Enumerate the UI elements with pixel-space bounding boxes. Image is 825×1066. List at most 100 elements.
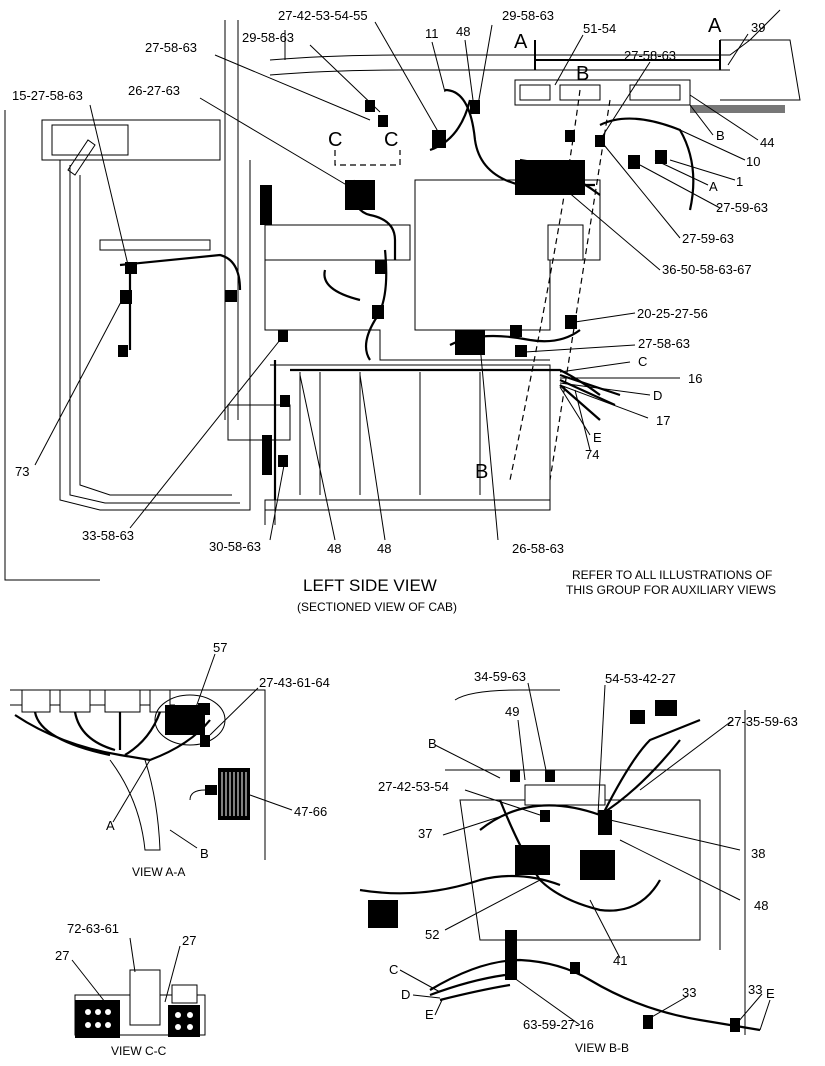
section-letter-b-top: B xyxy=(576,63,589,85)
callout-52: 52 xyxy=(425,927,439,942)
view-aa-relay-fins xyxy=(221,772,247,816)
cab-door-outline xyxy=(4,110,100,581)
callout-41: 41 xyxy=(613,953,627,968)
view-bb-harness-3 xyxy=(359,874,561,895)
roof-bracket xyxy=(720,39,801,101)
callout-e-side: E xyxy=(593,430,602,445)
view-aa-clip-3 xyxy=(205,785,217,795)
upper-panel-modules xyxy=(519,84,681,101)
callout-27-43-61-64: 27-43-61-64 xyxy=(259,675,330,690)
callout-57: 57 xyxy=(213,640,227,655)
callout-27-42-53-54: 27-42-53-54 xyxy=(378,779,449,794)
lower-console-ribs xyxy=(299,372,481,495)
note-line-2: THIS GROUP FOR AUXILIARY VIEWS xyxy=(566,583,776,597)
callout-bb-e-left: E xyxy=(425,1007,434,1022)
callout-27-58-63-b: 27-58-63 xyxy=(624,48,676,63)
view-c-c: 72-63-61 27 27 VIEW C-C xyxy=(55,921,206,1058)
callout-1: 1 xyxy=(736,174,743,189)
left-side-view-title: LEFT SIDE VIEW xyxy=(303,576,437,595)
callout-48-b: 48 xyxy=(377,541,391,556)
callout-bb-c: C xyxy=(389,962,398,977)
callout-27-58-63-c: 27-58-63 xyxy=(638,336,690,351)
callout-48-a: 48 xyxy=(327,541,341,556)
callout-a-side: A xyxy=(709,179,718,194)
left-side-view-subtitle: (SECTIONED VIEW OF CAB) xyxy=(297,600,457,614)
callout-26-27-63: 26-27-63 xyxy=(128,83,180,98)
callout-33-a: 33 xyxy=(682,985,696,1000)
cab-window-pane xyxy=(51,124,129,156)
view-aa-wire-tail xyxy=(189,789,206,801)
section-c-line xyxy=(334,150,401,166)
view-bb-plug-left xyxy=(368,900,398,928)
view-bb-conn-mid xyxy=(598,810,612,835)
view-aa-clip xyxy=(198,703,210,715)
callout-27-right: 27 xyxy=(182,933,196,948)
view-aa-conn-2 xyxy=(59,689,91,713)
floor-plate xyxy=(264,499,551,511)
view-bb-conn-top-1 xyxy=(630,710,645,724)
view-bb-clip-2 xyxy=(545,770,555,782)
section-b-line-2 xyxy=(549,99,611,481)
cab-door-inner xyxy=(59,160,251,511)
callout-30-58-63: 30-58-63 xyxy=(209,539,261,554)
view-bb-conn-top-2 xyxy=(655,700,677,716)
view-bb-harness-4 xyxy=(599,718,701,821)
callout-d-side: D xyxy=(653,388,662,403)
harness-roof xyxy=(599,117,695,211)
view-bb-clip-1 xyxy=(540,810,550,822)
view-bb-caption: VIEW B-B xyxy=(575,1041,629,1055)
section-a-arrows xyxy=(534,60,721,70)
callout-33-b: 33 xyxy=(748,982,762,997)
callout-29-58-63-b: 29-58-63 xyxy=(242,30,294,45)
view-b-b: 34-59-63 54-53-42-27 27-35-59-63 49 B 27… xyxy=(359,669,798,1055)
view-bb-module-1 xyxy=(515,845,550,875)
view-bb-harness-cde xyxy=(429,973,511,1002)
callout-63-59-27-16: 63-59-27-16 xyxy=(523,1017,594,1032)
callout-48-bb: 48 xyxy=(754,898,768,913)
note-line-1: REFER TO ALL ILLUSTRATIONS OF xyxy=(572,568,772,582)
callout-73: 73 xyxy=(15,464,29,479)
cab-door-inner-2 xyxy=(69,165,240,504)
callout-74: 74 xyxy=(585,447,599,462)
view-aa-conn-3 xyxy=(104,689,141,713)
callout-39: 39 xyxy=(751,20,765,35)
view-aa-conn-1 xyxy=(21,689,51,713)
callout-26-58-63: 26-58-63 xyxy=(512,541,564,556)
harness-door xyxy=(119,253,242,291)
callout-16: 16 xyxy=(688,371,702,386)
callout-20-25-27-56: 20-25-27-56 xyxy=(637,306,708,321)
view-bb-post xyxy=(505,930,517,980)
callout-bb-b: B xyxy=(428,736,437,751)
harness-loop xyxy=(323,269,361,302)
callout-bb-e-right: E xyxy=(766,986,775,1001)
callout-38: 38 xyxy=(751,846,765,861)
callout-15-27-58-63: 15-27-58-63 xyxy=(12,88,83,103)
section-a-line xyxy=(534,40,721,61)
view-aa-harness xyxy=(33,711,162,757)
section-letter-b-bottom: B xyxy=(475,461,488,483)
leader-lines-cc xyxy=(71,937,181,1003)
console-panel-top xyxy=(264,224,411,261)
leader-lines-aa xyxy=(112,653,293,849)
view-aa-clip-2 xyxy=(200,735,210,747)
callout-27-59-63-a: 27-59-63 xyxy=(716,200,768,215)
console-box xyxy=(414,179,601,331)
callout-27-42-53-54-55: 27-42-53-54-55 xyxy=(278,8,368,23)
door-handle-bracket xyxy=(99,239,211,251)
callout-11: 11 xyxy=(425,26,439,41)
callout-44: 44 xyxy=(760,135,774,150)
callout-27-58-63-a: 27-58-63 xyxy=(145,40,197,55)
view-bb-top-arc xyxy=(454,689,560,701)
callout-17: 17 xyxy=(656,413,670,428)
callout-b-side: B xyxy=(716,128,725,143)
view-cc-caption: VIEW C-C xyxy=(111,1044,167,1058)
callout-37: 37 xyxy=(418,826,432,841)
view-bb-clip-5 xyxy=(643,1015,653,1029)
section-b-line xyxy=(509,89,581,481)
harness-branch-cde xyxy=(559,373,621,421)
view-bb-clip-6 xyxy=(730,1018,740,1032)
callout-aa-a: A xyxy=(106,818,115,833)
connectors xyxy=(118,100,667,475)
callout-34-59-63: 34-59-63 xyxy=(474,669,526,684)
callout-51-54: 51-54 xyxy=(583,21,616,36)
